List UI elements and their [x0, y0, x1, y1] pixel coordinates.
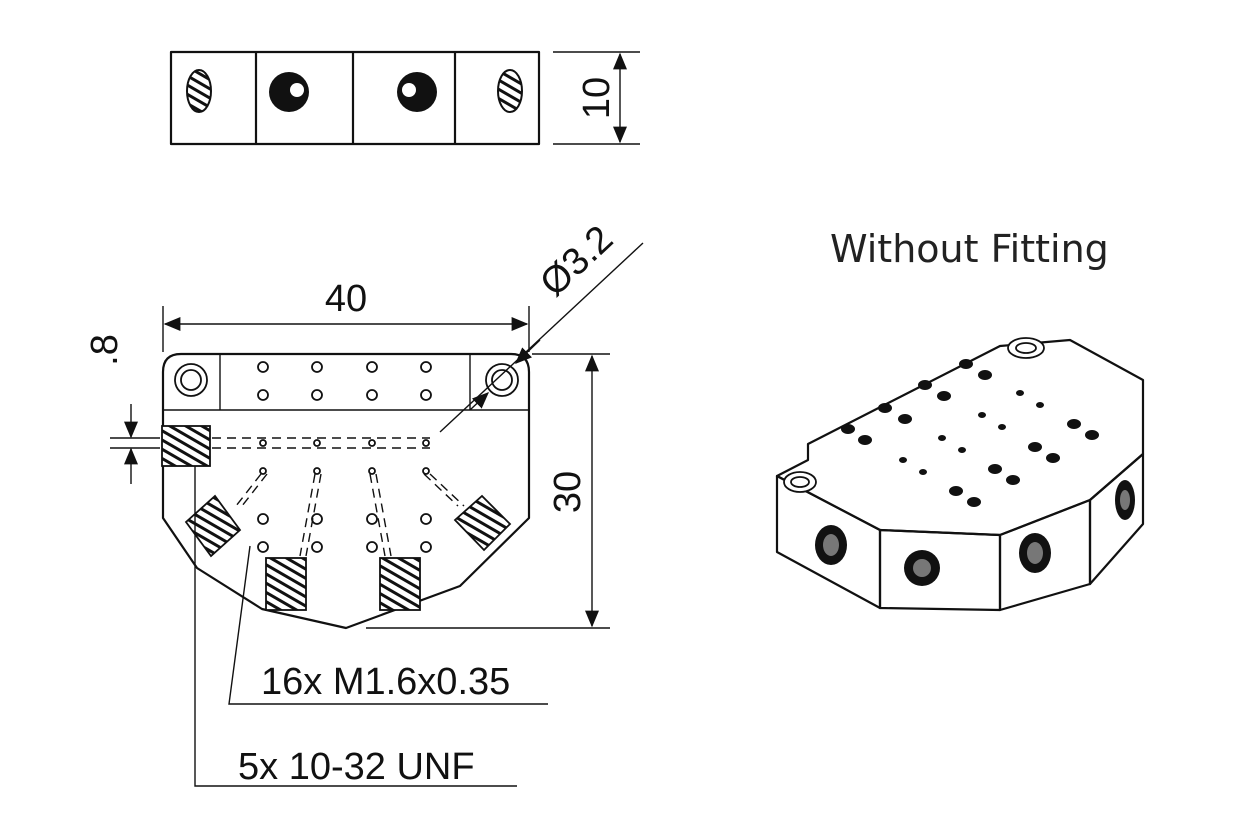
- top-thread-hole-left: [186, 69, 212, 113]
- isometric-view: [775, 337, 1145, 612]
- top-view: 10: [169, 50, 640, 146]
- width-dimension: 40: [325, 278, 367, 320]
- iso-view-title: Without Fitting: [830, 227, 1109, 271]
- iso-hole-pattern: [841, 359, 1099, 507]
- thickness-dimension: 10: [576, 77, 618, 119]
- small-thread-callout: 16x M1.6x0.35: [261, 661, 510, 703]
- height-dimension: 30: [547, 471, 589, 513]
- large-thread-callout: 5x 10-32 UNF: [238, 746, 475, 788]
- top-hole-right: [397, 72, 437, 112]
- threaded-ports: [161, 425, 512, 611]
- hole-diameter-dimension: Ø3.2: [532, 218, 621, 305]
- offset-dimension: .8: [84, 334, 126, 366]
- front-view: 40 30 .8 Ø3.2 16x M1.6x0.35 5x 10-32 UNF: [84, 218, 644, 788]
- top-thread-hole-right: [497, 69, 523, 113]
- top-hole-left: [269, 72, 309, 112]
- small-hole-grid: [257, 361, 432, 553]
